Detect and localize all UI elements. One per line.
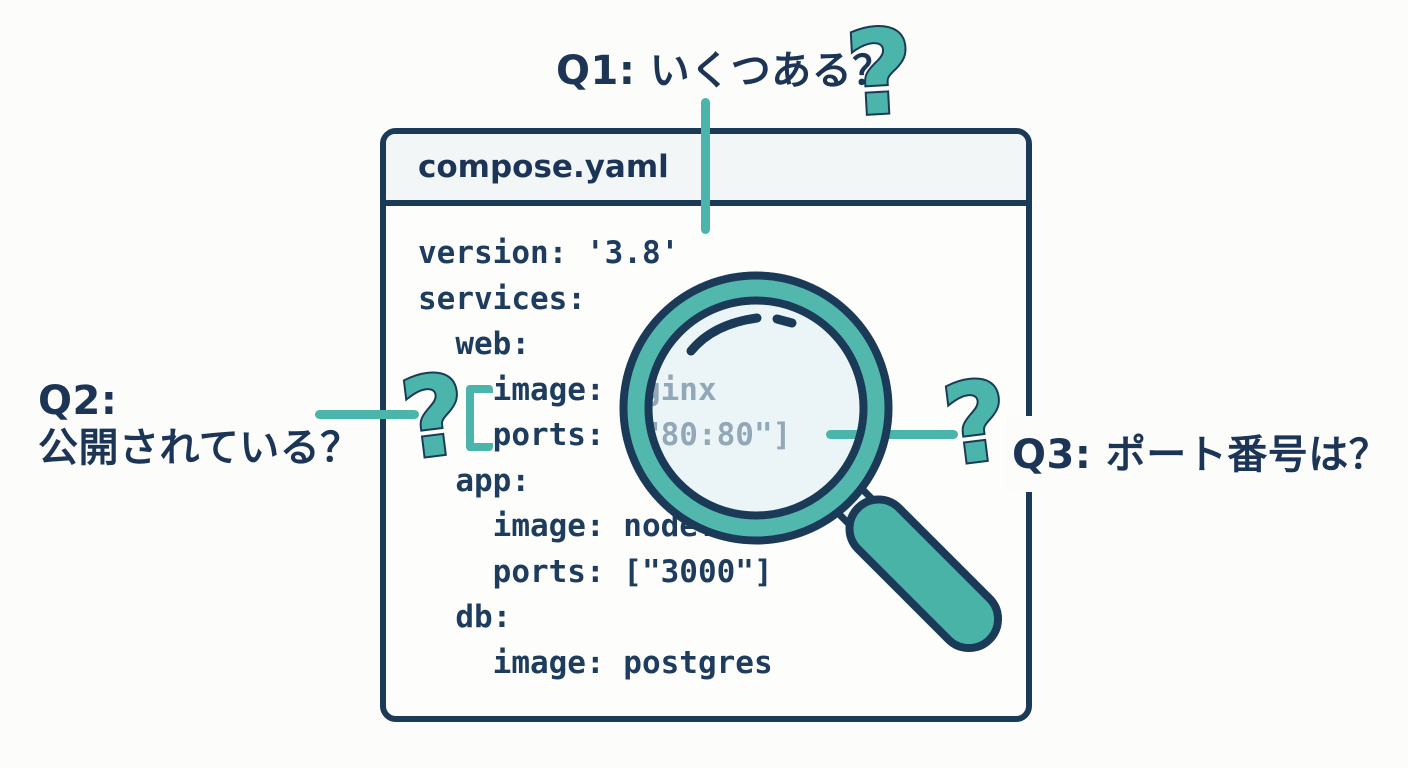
code-line-app-ports: ports: ["3000"] <box>418 553 773 590</box>
q1-label: Q1: いくつある？ <box>556 48 893 94</box>
code-line-db: db: <box>418 599 512 635</box>
q2-label-line2: 公開されている？ <box>38 425 361 471</box>
q3-question-mark-icon: ? <box>934 354 1017 493</box>
code-line-web: web: <box>418 326 530 362</box>
code-line-app: app: <box>418 462 530 499</box>
window-title: compose.yaml <box>418 149 669 185</box>
code-line-db-image: image: postgres <box>418 644 773 681</box>
web-service-bracket-icon <box>466 385 493 451</box>
q2-label: Q2: 公開されている？ <box>38 378 361 472</box>
q3-connector-line <box>826 430 958 439</box>
q2-label-line1: Q2: <box>38 378 118 424</box>
q2-connector-line <box>315 410 419 419</box>
q3-label: Q3: ポート番号は？ <box>1004 416 1396 492</box>
q1-connector-line <box>701 98 710 234</box>
q2-question-mark-icon: ? <box>392 348 475 487</box>
q1-question-mark-icon: ? <box>840 2 918 144</box>
code-line-version: version: '3.8' <box>418 235 680 271</box>
code-line-services: services: <box>418 280 586 317</box>
